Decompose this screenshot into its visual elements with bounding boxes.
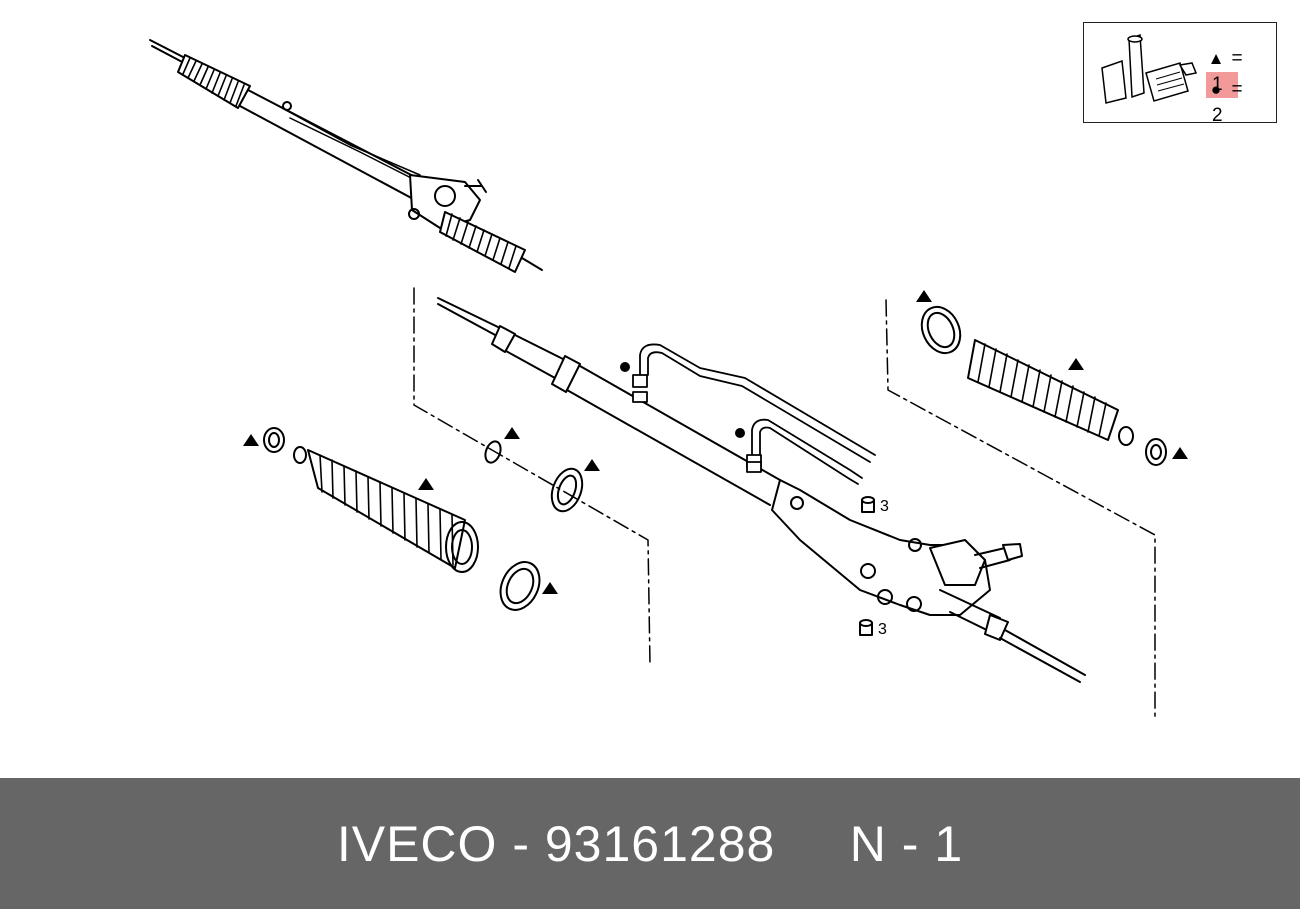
- left-clamp-ring: [499, 561, 541, 611]
- right-small-clamp: [1145, 438, 1167, 466]
- quantity-label: N - 1: [849, 815, 964, 872]
- hydraulic-pipes: [632, 343, 876, 485]
- part-number: 93161288: [544, 815, 776, 872]
- manual-books-icon: [1101, 33, 1198, 104]
- footer-bar: IVECO - 93161288 N - 1: [0, 778, 1300, 909]
- right-bellows-boot: [967, 339, 1134, 446]
- left-bellows-boot: [293, 446, 479, 573]
- nut-lower: [859, 619, 873, 636]
- exploded-steering-rack-diagram: [149, 39, 1188, 719]
- triangle-icon: ▲: [1207, 49, 1225, 68]
- footer-caption: IVECO - 93161288 N - 1: [336, 815, 964, 872]
- nut-upper: [861, 496, 875, 513]
- exploded-view-frame: [413, 287, 1156, 719]
- callout-upper-nut: 3: [880, 498, 889, 515]
- legend-value-dot: 2: [1212, 105, 1223, 126]
- callout-lower-nut: 3: [878, 621, 887, 638]
- legend-value-triangle: 1: [1206, 72, 1238, 98]
- legend-row-dot: ●=2: [1206, 77, 1276, 126]
- assembled-steering-rack: [149, 39, 543, 273]
- bushing-ring: [550, 467, 584, 513]
- dot-icon: ●: [1210, 80, 1222, 99]
- triangle-markers: [243, 290, 1188, 594]
- legend-row-triangle: ▲=1: [1206, 46, 1276, 98]
- legend-box: ▲=1 ●=2: [1083, 22, 1277, 126]
- steering-rack-housing: [437, 297, 1086, 683]
- brand-name: IVECO: [336, 815, 498, 872]
- left-small-clamp: [263, 427, 285, 453]
- dot-markers: [620, 362, 745, 438]
- o-ring: [484, 440, 502, 464]
- right-clamp-ring: [920, 305, 962, 355]
